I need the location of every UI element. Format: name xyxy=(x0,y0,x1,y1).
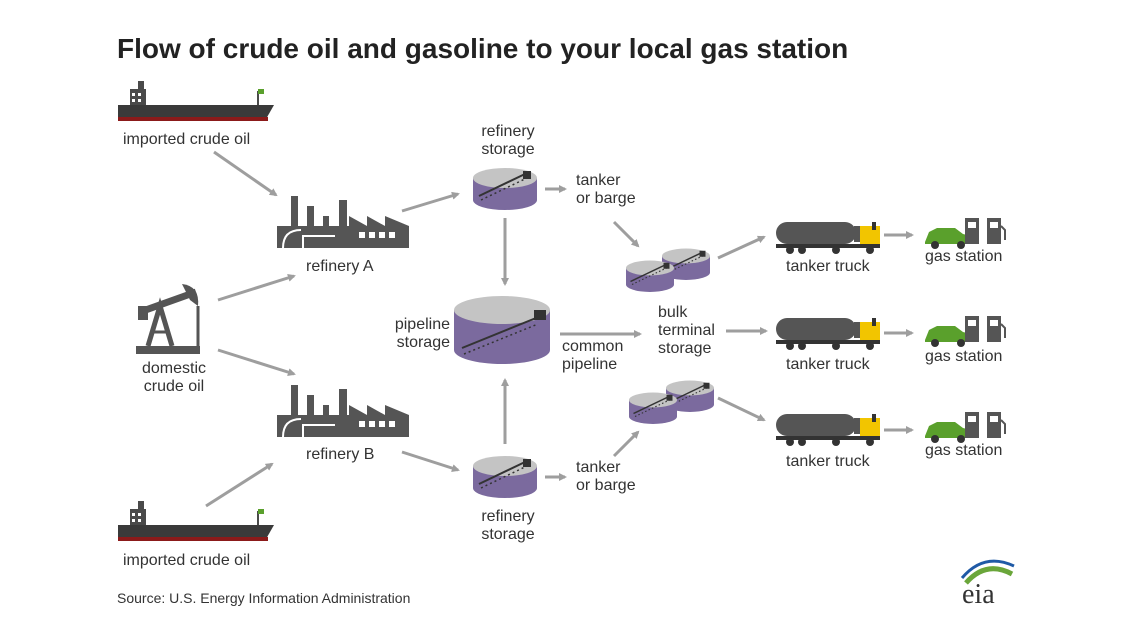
bulk-terminal-tanks-bottom-icon xyxy=(628,379,715,425)
arrow-imported-to-refinery-b xyxy=(205,462,274,508)
label-tanker-truck-3: tanker truck xyxy=(786,453,870,470)
ship-icon-top xyxy=(117,80,275,122)
label-gas-station-1: gas station xyxy=(925,248,1003,265)
label-refinery-a: refinery A xyxy=(306,258,374,275)
label-common-pipeline-line1: common xyxy=(562,338,624,355)
label-tanker-barge-top-line1: tanker xyxy=(576,172,621,189)
ship-icon-bottom xyxy=(117,500,275,542)
eia-logo-text: eia xyxy=(962,579,995,610)
label-tanker-barge-bottom-line2: or barge xyxy=(576,477,636,494)
arrow-imported-to-refinery-a xyxy=(213,150,278,197)
arrow-domestic-to-refinery-a xyxy=(217,273,296,302)
label-refinery-storage-bottom-line1: refinery xyxy=(481,508,535,525)
label-refinery-storage-bottom-line2: storage xyxy=(481,526,535,543)
label-gas-station-3: gas station xyxy=(925,442,1003,459)
label-gas-station-2: gas station xyxy=(925,348,1003,365)
eia-logo: eia xyxy=(960,559,1015,610)
label-common-pipeline-line2: pipeline xyxy=(562,356,618,373)
label-pipeline-storage-line1: pipeline xyxy=(394,316,450,333)
label-imported-crude-top: imported crude oil xyxy=(123,131,251,148)
label-tanker-barge-bottom: tanker or barge xyxy=(576,459,636,495)
label-domestic-crude-line2: crude oil xyxy=(143,378,205,395)
label-bulk-terminal: bulk terminal storage xyxy=(658,304,715,358)
refinery-storage-bottom-icon xyxy=(472,455,538,499)
label-refinery-storage-top: refinery storage xyxy=(468,123,548,159)
bulk-terminal-tanks-top-icon xyxy=(625,247,711,293)
label-domestic-crude: domestic crude oil xyxy=(130,360,218,396)
refinery-b-icon xyxy=(276,384,410,438)
label-tanker-truck-1: tanker truck xyxy=(786,258,870,275)
arrow-refinery-a-to-storage xyxy=(401,191,460,213)
label-refinery-storage-top-line2: storage xyxy=(481,141,535,158)
label-imported-crude-bottom: imported crude oil xyxy=(123,552,251,569)
label-common-pipeline: common pipeline xyxy=(562,338,623,374)
label-refinery-storage-top-line1: refinery xyxy=(481,123,535,140)
tanker-truck-2-icon xyxy=(776,318,880,350)
label-tanker-barge-top-line2: or barge xyxy=(576,190,636,207)
label-refinery-b: refinery B xyxy=(306,446,375,463)
page-title: Flow of crude oil and gasoline to your l… xyxy=(117,33,849,64)
arrow-terminal-to-truck-3 xyxy=(717,396,766,422)
pipeline-storage-icon xyxy=(454,296,550,364)
tanker-truck-1-icon xyxy=(776,222,880,254)
gas-station-2-icon xyxy=(924,315,1006,348)
label-bulk-terminal-line1: bulk xyxy=(658,304,688,321)
source-note: Source: U.S. Energy Information Administ… xyxy=(117,590,411,606)
label-pipeline-storage-line2: storage xyxy=(396,334,450,351)
oil-pump-icon xyxy=(136,284,200,354)
label-tanker-barge-top: tanker or barge xyxy=(576,172,636,208)
tanker-truck-3-icon xyxy=(776,414,880,446)
arrow-barge-to-terminal-bottom xyxy=(612,430,640,458)
label-domestic-crude-line1: domestic xyxy=(141,360,207,377)
label-bulk-terminal-line2: terminal xyxy=(658,322,715,339)
arrow-terminal-to-truck-1 xyxy=(717,235,766,260)
arrow-domestic-to-refinery-b xyxy=(217,348,296,377)
label-pipeline-storage: pipeline storage xyxy=(388,316,450,352)
label-bulk-terminal-line3: storage xyxy=(658,340,712,357)
refinery-storage-top-icon xyxy=(472,167,538,211)
arrow-barge-to-terminal-top xyxy=(612,220,640,248)
label-tanker-truck-2: tanker truck xyxy=(786,356,870,373)
gas-station-1-icon xyxy=(924,217,1006,250)
label-tanker-barge-bottom-line1: tanker xyxy=(576,459,621,476)
refinery-a-icon xyxy=(276,195,410,249)
gas-station-3-icon xyxy=(924,411,1006,444)
label-refinery-storage-bottom: refinery storage xyxy=(468,508,548,544)
arrow-refinery-b-to-storage xyxy=(401,450,460,472)
